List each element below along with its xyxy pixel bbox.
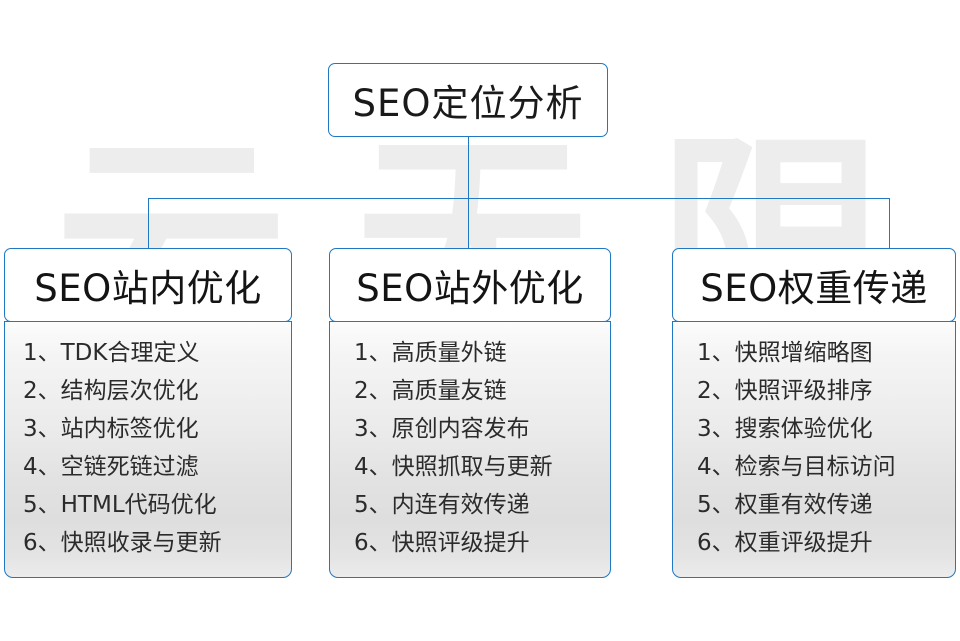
item-list-0: 1、TDK合理定义 2、结构层次优化 3、站内标签优化 4、空链死链过滤 5、H… [5,334,291,562]
column-body-0: 1、TDK合理定义 2、结构层次优化 3、站内标签优化 4、空链死链过滤 5、H… [4,321,292,578]
connector-title-stem [468,137,469,199]
list-item: 6、快照评级提升 [354,530,530,556]
connector-horizontal-bus [148,198,890,199]
list-item: 6、快照收录与更新 [23,530,222,556]
column-seo-offsite: SEO站外优化 1、高质量外链 2、高质量友链 3、原创内容发布 4、快照抓取与… [329,248,611,578]
list-item: 4、快照抓取与更新 [354,454,553,480]
list-item: 4、空链死链过滤 [23,454,199,480]
column-body-1: 1、高质量外链 2、高质量友链 3、原创内容发布 4、快照抓取与更新 5、内连有… [329,321,611,578]
column-header-box-1: SEO站外优化 [329,248,611,322]
list-item: 1、高质量外链 [354,340,507,366]
list-item: 3、原创内容发布 [354,416,530,442]
item-list-2: 1、快照增缩略图 2、快照评级排序 3、搜索体验优化 4、检索与目标访问 5、权… [673,334,955,562]
list-item: 5、HTML代码优化 [23,492,217,518]
connector-drop-left [148,198,149,249]
column-header-box-0: SEO站内优化 [4,248,292,322]
diagram-title-box: SEO定位分析 [328,63,608,137]
list-item: 1、TDK合理定义 [23,340,200,366]
list-item: 3、搜索体验优化 [697,416,873,442]
list-item: 5、权重有效传递 [697,492,873,518]
list-item: 2、结构层次优化 [23,378,199,404]
connector-drop-middle [468,198,469,249]
column-seo-onsite: SEO站内优化 1、TDK合理定义 2、结构层次优化 3、站内标签优化 4、空链… [4,248,292,578]
connector-drop-right [889,198,890,249]
column-seo-weight-transfer: SEO权重传递 1、快照增缩略图 2、快照评级排序 3、搜索体验优化 4、检索与… [672,248,956,578]
column-header-box-2: SEO权重传递 [672,248,956,322]
list-item: 5、内连有效传递 [354,492,530,518]
item-list-1: 1、高质量外链 2、高质量友链 3、原创内容发布 4、快照抓取与更新 5、内连有… [330,334,610,562]
column-header-label-0: SEO站内优化 [34,267,262,310]
list-item: 2、高质量友链 [354,378,507,404]
page-title: SEO定位分析 [352,82,584,125]
list-item: 4、检索与目标访问 [697,454,896,480]
list-item: 1、快照增缩略图 [697,340,873,366]
list-item: 2、快照评级排序 [697,378,873,404]
column-header-label-2: SEO权重传递 [700,267,928,310]
column-body-2: 1、快照增缩略图 2、快照评级排序 3、搜索体验优化 4、检索与目标访问 5、权… [672,321,956,578]
column-header-label-1: SEO站外优化 [356,267,584,310]
list-item: 3、站内标签优化 [23,416,199,442]
list-item: 6、权重评级提升 [697,530,873,556]
